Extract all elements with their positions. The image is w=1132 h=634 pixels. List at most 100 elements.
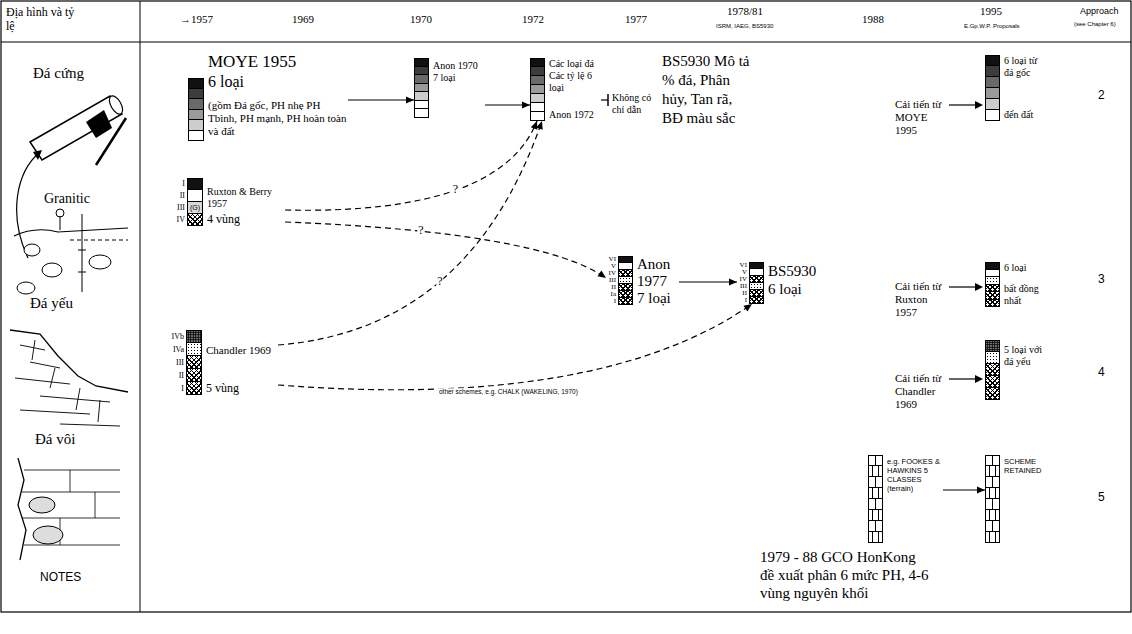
connector-line xyxy=(285,222,606,278)
zone-numeral: III xyxy=(737,283,749,290)
note-text: Không có chỉ dẫn xyxy=(612,92,658,116)
weathering-bar xyxy=(414,58,429,118)
zone-numerals: IVbIVaIIIIII xyxy=(166,330,186,395)
bar-cell xyxy=(985,466,1000,477)
connector-line xyxy=(278,121,542,345)
year-heading: 1978/81 xyxy=(727,5,763,18)
bar-cell xyxy=(749,276,764,283)
bar-cell xyxy=(530,85,545,94)
node-text-column: Anon 19707 loại xyxy=(433,58,485,84)
bar-cell xyxy=(868,488,883,499)
approach-number: 5 xyxy=(1098,490,1105,504)
bar-cell xyxy=(749,262,764,269)
node-text-column: e.g. FOOKES & HAWKINS 5 CLASSES (terrain… xyxy=(887,455,943,493)
year-heading: →1957 xyxy=(180,13,213,26)
bar-cell xyxy=(530,76,545,85)
tree-crown xyxy=(56,209,64,217)
scheme-description: BS5930 Mô tả % đá, Phân hủy, Tan rã, BĐ … xyxy=(662,52,754,128)
bar-cell xyxy=(414,92,429,101)
bar-cell xyxy=(985,340,1000,352)
connector-line xyxy=(285,121,537,210)
bar-cell xyxy=(530,67,545,76)
scheme-name: Anon 1977 xyxy=(637,256,679,290)
scheme-detail: 4 vùng xyxy=(207,212,285,226)
bar-cell xyxy=(187,190,203,202)
node-text-column: MOYE 19556 loại(gồm Đá gốc, PH nhẹ PH Tb… xyxy=(208,52,348,138)
table-border xyxy=(1,1,1131,612)
improvement-note: Cải tiến từ MOYE 1995 xyxy=(895,98,943,137)
improvement-arrow xyxy=(949,286,978,287)
scheme-name: Các loại đá Các tỷ lệ 6 loại xyxy=(549,58,599,94)
profile-tick xyxy=(78,250,86,251)
weathering-scheme: Các loại đá Các tỷ lệ 6 loạiAnon 1972 xyxy=(530,58,599,121)
bar-cell xyxy=(530,103,545,112)
node-text-column: SCHEME RETAINED xyxy=(1004,455,1052,475)
bar-cell xyxy=(868,477,883,488)
node-text-column: Anon 19777 loại xyxy=(637,256,679,307)
bar-cell xyxy=(749,290,764,297)
approach-note: (see Chapter 6) xyxy=(1074,20,1116,28)
weathering-bar xyxy=(868,455,883,543)
boulder xyxy=(89,255,111,269)
weathering-bar xyxy=(749,262,764,304)
scheme-detail: 5 vùng xyxy=(206,381,278,395)
node-text-column: BS59306 loại xyxy=(768,262,823,298)
bar-cell xyxy=(188,120,204,131)
connector xyxy=(278,304,752,390)
bar-cell xyxy=(618,270,633,277)
year-heading: 1970 xyxy=(410,13,432,26)
connector xyxy=(943,487,985,494)
connector xyxy=(285,222,606,278)
weathering-scheme: VIVIVIIIIIIaIAnon 19777 loại xyxy=(606,256,679,307)
bar-cell xyxy=(985,488,1000,499)
zone-numeral: V xyxy=(606,263,618,270)
bar-cell xyxy=(188,99,204,110)
bar-cell xyxy=(186,382,202,395)
bar-cell xyxy=(618,291,633,298)
bar-cell xyxy=(188,78,204,89)
illustration-arrow xyxy=(17,152,40,258)
bar-cell xyxy=(985,364,1000,376)
notes-label: NOTES xyxy=(40,570,81,584)
weathering-bar xyxy=(530,58,545,121)
connector-label: ? xyxy=(452,183,459,197)
bar-cell xyxy=(749,283,764,290)
weathering-scheme: 6 loạibất đồng nhất xyxy=(985,262,1048,307)
bar-cell xyxy=(188,110,204,121)
improvement-arrow xyxy=(949,378,978,379)
weathering-bar xyxy=(985,340,1000,400)
node-text-column: 5 loại với đá yếu xyxy=(1004,340,1052,368)
weathering-scheme: VIVIVIIIIII BS59306 loại xyxy=(737,262,823,304)
bar-cell xyxy=(868,532,883,543)
bar-cell xyxy=(985,300,1000,308)
zone-numerals: IIIIIIIV xyxy=(175,178,187,226)
profile-tick xyxy=(78,272,86,273)
scheme-name: Chandler 1969 xyxy=(206,344,278,357)
bar-cell xyxy=(985,532,1000,543)
bar-cell xyxy=(414,109,429,118)
scheme-name: Anon 1970 xyxy=(433,60,485,72)
connector xyxy=(348,97,414,104)
bar-cell xyxy=(985,77,1000,88)
bar-cell xyxy=(985,66,1000,77)
connector xyxy=(278,121,543,345)
bar-cell xyxy=(530,58,545,67)
node-text-column: 6 loạibất đồng nhất xyxy=(1004,262,1048,307)
weathering-scheme: MOYE 19556 loại(gồm Đá gốc, PH nhẹ PH Tb… xyxy=(188,52,348,141)
bar-cell xyxy=(530,94,545,103)
scheme-detail: 7 loại xyxy=(637,290,679,307)
connector-line xyxy=(348,99,414,100)
bar-cell xyxy=(186,356,202,369)
node-text-column: Các loại đá Các tỷ lệ 6 loạiAnon 1972 xyxy=(549,58,599,121)
scheme-name: e.g. FOOKES & HAWKINS 5 CLASSES (terrain… xyxy=(887,457,943,493)
bar-cell xyxy=(985,110,1000,121)
tree-trunk xyxy=(60,216,61,230)
approach-heading: Approach xyxy=(1080,6,1119,17)
boulder xyxy=(17,282,35,294)
bar-cell xyxy=(187,214,203,226)
bar-cell xyxy=(985,88,1000,99)
weathering-bar: (G) xyxy=(187,178,203,226)
zone-numerals: VIVIVIIIIII xyxy=(737,262,749,304)
bar-cell xyxy=(868,521,883,532)
scheme-name: 5 loại với đá yếu xyxy=(1004,344,1052,368)
